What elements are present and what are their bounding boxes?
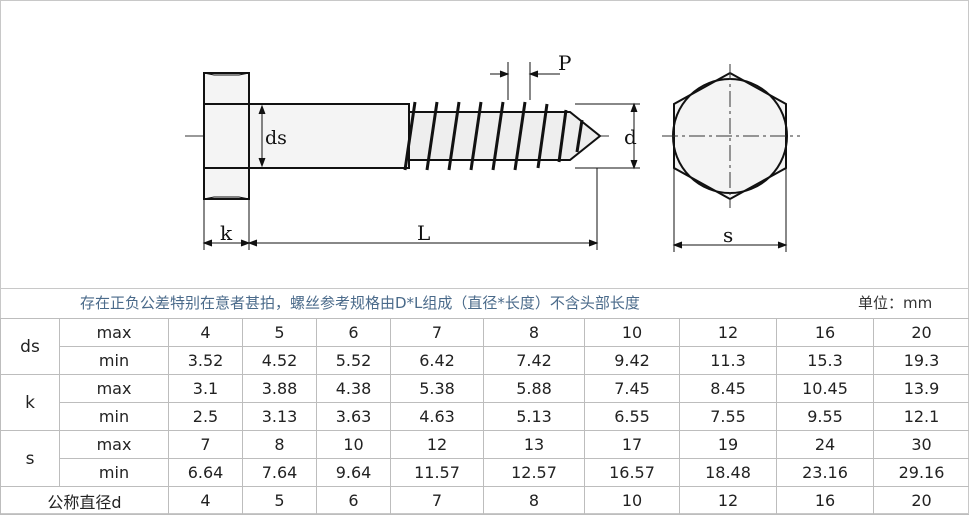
value-cell: 6 [317, 319, 391, 347]
screw-technical-drawing: P ds d k L [0, 0, 969, 288]
value-cell: 3.13 [243, 403, 317, 431]
label-k: k [220, 221, 233, 245]
group-label: s [1, 431, 60, 487]
value-cell: 9.64 [317, 459, 391, 487]
label-ds: ds [265, 127, 287, 149]
sub-label: min [60, 347, 169, 375]
value-cell: 4.38 [317, 375, 391, 403]
value-cell: 10.45 [777, 375, 874, 403]
value-cell: 18.48 [680, 459, 777, 487]
value-cell: 10 [585, 487, 680, 515]
value-cell: 8 [243, 431, 317, 459]
value-cell: 13.9 [874, 375, 969, 403]
unit-label: 单位：mm [858, 292, 932, 313]
value-cell: 3.52 [169, 347, 243, 375]
nominal-diameter-label: 公称直径d [1, 487, 169, 515]
value-cell: 4 [169, 319, 243, 347]
value-cell: 7.55 [680, 403, 777, 431]
value-cell: 10 [317, 431, 391, 459]
value-cell: 7.45 [585, 375, 680, 403]
sub-label: max [60, 375, 169, 403]
screw-thread [409, 112, 600, 160]
dimension-p [490, 62, 560, 100]
value-cell: 23.16 [777, 459, 874, 487]
note-bar: 存在正负公差特别在意者甚拍，螺丝参考规格由D*L组成（直径*长度）不含头部长度 … [0, 288, 969, 319]
value-cell: 5.13 [484, 403, 585, 431]
label-l: L [417, 221, 430, 245]
value-cell: 9.42 [585, 347, 680, 375]
value-cell: 12.57 [484, 459, 585, 487]
value-cell: 10 [585, 319, 680, 347]
value-cell: 12 [680, 319, 777, 347]
value-cell: 12 [680, 487, 777, 515]
value-cell: 4.63 [391, 403, 484, 431]
value-cell: 24 [777, 431, 874, 459]
screw-head [204, 73, 249, 199]
label-p: P [558, 51, 571, 75]
value-cell: 5.52 [317, 347, 391, 375]
value-cell: 6.64 [169, 459, 243, 487]
value-cell: 7 [391, 487, 484, 515]
value-cell: 30 [874, 431, 969, 459]
sub-label: max [60, 319, 169, 347]
group-label: k [1, 375, 60, 431]
value-cell: 17 [585, 431, 680, 459]
sub-label: min [60, 403, 169, 431]
sub-label: max [60, 431, 169, 459]
value-cell: 8.45 [680, 375, 777, 403]
value-cell: 6.55 [585, 403, 680, 431]
value-cell: 16.57 [585, 459, 680, 487]
value-cell: 3.1 [169, 375, 243, 403]
label-d: d [624, 125, 637, 149]
value-cell: 5.88 [484, 375, 585, 403]
value-cell: 11.3 [680, 347, 777, 375]
dimension-k-l [204, 168, 597, 250]
value-cell: 7.64 [243, 459, 317, 487]
value-cell: 7.42 [484, 347, 585, 375]
value-cell: 13 [484, 431, 585, 459]
sub-label: min [60, 459, 169, 487]
value-cell: 19.3 [874, 347, 969, 375]
value-cell: 8 [484, 487, 585, 515]
value-cell: 6 [317, 487, 391, 515]
value-cell: 5 [243, 319, 317, 347]
value-cell: 6.42 [391, 347, 484, 375]
value-cell: 29.16 [874, 459, 969, 487]
value-cell: 16 [777, 487, 874, 515]
value-cell: 15.3 [777, 347, 874, 375]
value-cell: 12 [391, 431, 484, 459]
group-label: ds [1, 319, 60, 375]
tolerance-note: 存在正负公差特别在意者甚拍，螺丝参考规格由D*L组成（直径*长度）不含头部长度 [80, 292, 640, 313]
value-cell: 20 [874, 319, 969, 347]
value-cell: 7 [169, 431, 243, 459]
value-cell: 3.63 [317, 403, 391, 431]
value-cell: 5.38 [391, 375, 484, 403]
value-cell: 4.52 [243, 347, 317, 375]
value-cell: 9.55 [777, 403, 874, 431]
value-cell: 16 [777, 319, 874, 347]
value-cell: 20 [874, 487, 969, 515]
value-cell: 11.57 [391, 459, 484, 487]
value-cell: 19 [680, 431, 777, 459]
value-cell: 8 [484, 319, 585, 347]
value-cell: 4 [169, 487, 243, 515]
value-cell: 7 [391, 319, 484, 347]
value-cell: 3.88 [243, 375, 317, 403]
label-s: s [723, 223, 733, 247]
value-cell: 12.1 [874, 403, 969, 431]
value-cell: 2.5 [169, 403, 243, 431]
value-cell: 5 [243, 487, 317, 515]
